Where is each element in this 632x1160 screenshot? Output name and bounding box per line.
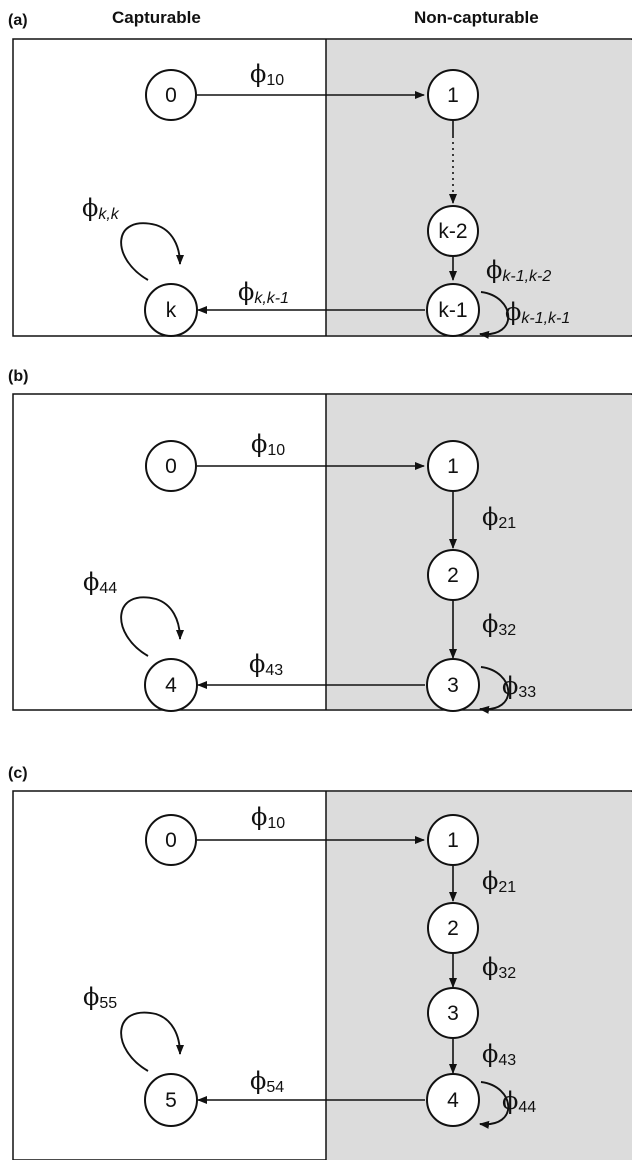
transition-label: ϕ32 [482, 610, 516, 639]
self-loop-k [120, 222, 184, 281]
panel-label: (b) [8, 368, 28, 385]
transition-label: ϕ43 [482, 1040, 516, 1069]
state-label: 3 [447, 1002, 459, 1025]
state-node [427, 987, 479, 1039]
transition-label: ϕ44 [502, 1087, 536, 1116]
panel-c: (c) 0 1 2 3 4 5 ϕ10 ϕ21 ϕ32 ϕ43 [8, 765, 632, 1160]
state-node [427, 69, 479, 121]
state-node [144, 1073, 198, 1127]
state-label: 1 [447, 455, 459, 478]
state-label: 2 [447, 917, 459, 940]
state-node [144, 658, 198, 712]
state-label: 5 [165, 1089, 177, 1112]
self-loop-k-1 [479, 291, 510, 339]
panel-label: (a) [8, 12, 28, 29]
state-label: 2 [447, 564, 459, 587]
state-node [427, 549, 479, 601]
transition-label: ϕ33 [502, 672, 536, 701]
state-label: k-1 [438, 299, 467, 322]
state-label: 1 [447, 829, 459, 852]
transition-label: ϕ10 [251, 803, 285, 832]
state-node [427, 440, 479, 492]
state-node [145, 440, 197, 492]
state-node [426, 1073, 480, 1127]
transition-label: ϕ10 [250, 60, 284, 89]
state-node [426, 283, 480, 337]
state-node [427, 814, 479, 866]
panel-a: (a) 0 1 k-2 k-1 k ϕ10 ϕk,k ϕk,k-1 [8, 12, 632, 339]
transition-label: ϕ21 [482, 867, 516, 896]
non-capturable-region [326, 40, 632, 335]
state-label: 4 [447, 1089, 459, 1112]
self-loop-3 [479, 666, 510, 714]
transition-label: ϕk,k-1 [238, 278, 289, 307]
non-capturable-region [326, 395, 632, 709]
state-node [427, 205, 479, 257]
state-label: 4 [165, 674, 177, 697]
transition-label: ϕ21 [482, 503, 516, 532]
state-node [427, 902, 479, 954]
transition-label: ϕk-1,k-1 [505, 298, 570, 327]
state-label: 3 [447, 674, 459, 697]
state-label: k-2 [438, 220, 467, 243]
header-capturable: Capturable [112, 8, 201, 27]
header-non-capturable: Non-capturable [414, 8, 539, 27]
transition-label: ϕ54 [250, 1067, 284, 1096]
state-node [426, 658, 480, 712]
state-label: k [166, 299, 177, 322]
panel-label: (c) [8, 765, 28, 782]
panel-b: (b) 0 1 2 3 4 ϕ10 ϕ21 ϕ32 ϕ43 ϕ4 [8, 368, 632, 714]
transition-label: ϕ32 [482, 953, 516, 982]
transition-label: ϕ55 [83, 983, 117, 1012]
self-loop-4 [479, 1081, 510, 1129]
transition-label: ϕ44 [83, 568, 117, 597]
state-label: 1 [447, 84, 459, 107]
state-label: 0 [165, 829, 177, 852]
transition-label: ϕ10 [251, 430, 285, 459]
transition-label: ϕ43 [249, 650, 283, 679]
state-node [144, 283, 198, 337]
self-loop-4 [120, 596, 184, 657]
state-node [145, 814, 197, 866]
transition-label: ϕk,k [82, 194, 120, 223]
state-label: 0 [165, 455, 177, 478]
state-node [145, 69, 197, 121]
self-loop-5 [120, 1011, 184, 1072]
transition-label: ϕk-1,k-2 [486, 256, 551, 285]
state-label: 0 [165, 84, 177, 107]
